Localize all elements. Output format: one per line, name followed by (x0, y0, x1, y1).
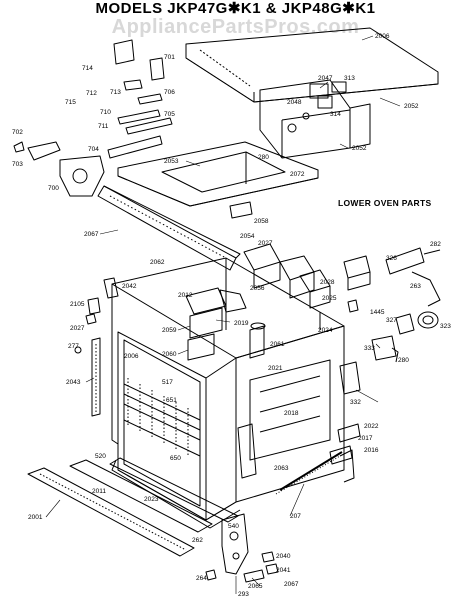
part-label: 2062 (150, 259, 165, 266)
left-small-parts (13, 39, 173, 197)
part-label: 207 (290, 513, 301, 520)
part-label: 2056 (250, 285, 265, 292)
part-label: 323 (440, 323, 451, 330)
part-label: 326 (386, 255, 397, 262)
part-label: 2052 (352, 145, 367, 152)
part-label: 710 (100, 109, 111, 116)
part-label: 313 (344, 75, 355, 82)
part-label: 517 (162, 379, 173, 386)
lower-oven-parts (339, 247, 441, 395)
oven-cavity (111, 257, 345, 529)
part-label: 2060 (162, 351, 177, 358)
part-label: 2059 (162, 327, 177, 334)
part-label: 332 (350, 399, 361, 406)
part-label: 2022 (364, 423, 379, 430)
part-label: 2040 (276, 553, 291, 560)
back-panel-2006 (185, 27, 439, 103)
part-label: 327 (386, 317, 397, 324)
part-label: 2058 (254, 218, 269, 225)
part-label: 277 (68, 343, 79, 350)
part-label: 293 (238, 591, 249, 598)
part-label: 2067 (284, 581, 299, 588)
part-label: 714 (82, 65, 93, 72)
part-label: 711 (98, 123, 109, 130)
part-label: 282 (430, 241, 441, 248)
part-label: 2065 (248, 583, 263, 590)
part-label: 2018 (284, 410, 299, 417)
part-label: 2053 (164, 158, 179, 165)
part-label: 700 (48, 185, 59, 192)
part-label: 520 (95, 453, 106, 460)
control-bracket (259, 79, 371, 159)
part-label: 2043 (66, 379, 81, 386)
top-cover-panel (117, 141, 319, 219)
part-label: 2054 (240, 233, 255, 240)
part-label: 263 (410, 283, 421, 290)
part-label: 262 (192, 537, 203, 544)
part-label: 702 (12, 129, 23, 136)
part-label: 2042 (122, 283, 137, 290)
hinge-assembly (205, 513, 279, 583)
page-title: MODELS JKP47G✱K1 & JKP48G✱K1 (95, 0, 376, 17)
part-label: 2016 (364, 447, 379, 454)
part-label: 713 (110, 89, 121, 96)
part-label: 2048 (287, 99, 302, 106)
part-label: 712 (86, 90, 97, 97)
part-label: 2006 (375, 33, 390, 40)
part-label: 2023 (144, 496, 159, 503)
part-label: 2105 (70, 301, 85, 308)
part-label: 2067 (84, 231, 99, 238)
part-label: 540 (228, 523, 239, 530)
part-label: 715 (65, 99, 76, 106)
part-label: 1445 (370, 309, 385, 316)
part-label: 2052 (404, 103, 419, 110)
part-label: 2019 (234, 320, 249, 327)
part-label: 2011 (92, 488, 106, 495)
part-label: 280 (398, 357, 409, 364)
part-label: 2047 (318, 75, 333, 82)
part-label: 2041 (276, 567, 291, 574)
part-label: 2001 (28, 514, 43, 521)
part-label: 2072 (290, 171, 305, 178)
part-label: 705 (164, 111, 175, 118)
part-label: 701 (164, 54, 175, 61)
part-label: 2027 (70, 325, 85, 332)
part-label: 264 (196, 575, 207, 582)
part-label: 2025 (322, 295, 337, 302)
watermark: AppliancePartsPros.com (111, 16, 360, 38)
part-label: 2024 (318, 327, 333, 334)
part-label: 2028 (320, 279, 335, 286)
part-label: 703 (12, 161, 23, 168)
part-label: 2063 (274, 465, 289, 472)
part-label: 2021 (268, 365, 283, 372)
leader-lines (45, 35, 401, 594)
part-labels: 2006 2047 313 2048 314 2052 2052 701 704… (12, 33, 451, 598)
part-label: 2061 (270, 341, 285, 348)
part-label: 706 (164, 89, 175, 96)
part-label: 2012 (178, 292, 193, 299)
part-label: 2027 (258, 240, 273, 247)
part-label: 650 (170, 455, 181, 462)
part-label: 651 (166, 397, 177, 404)
part-label: 314 (330, 111, 341, 118)
section-label: LOWER OVEN PARTS (338, 198, 432, 208)
burner-boxes (243, 243, 331, 309)
part-label: 2006 (124, 353, 139, 360)
part-label: 280 (258, 154, 269, 161)
right-trim-pieces (237, 423, 361, 495)
front-frame-bar (97, 185, 241, 271)
part-label: 704 (88, 146, 99, 153)
door-side-parts (74, 277, 119, 417)
part-label: 2017 (358, 435, 373, 442)
part-label: 333 (364, 345, 375, 352)
